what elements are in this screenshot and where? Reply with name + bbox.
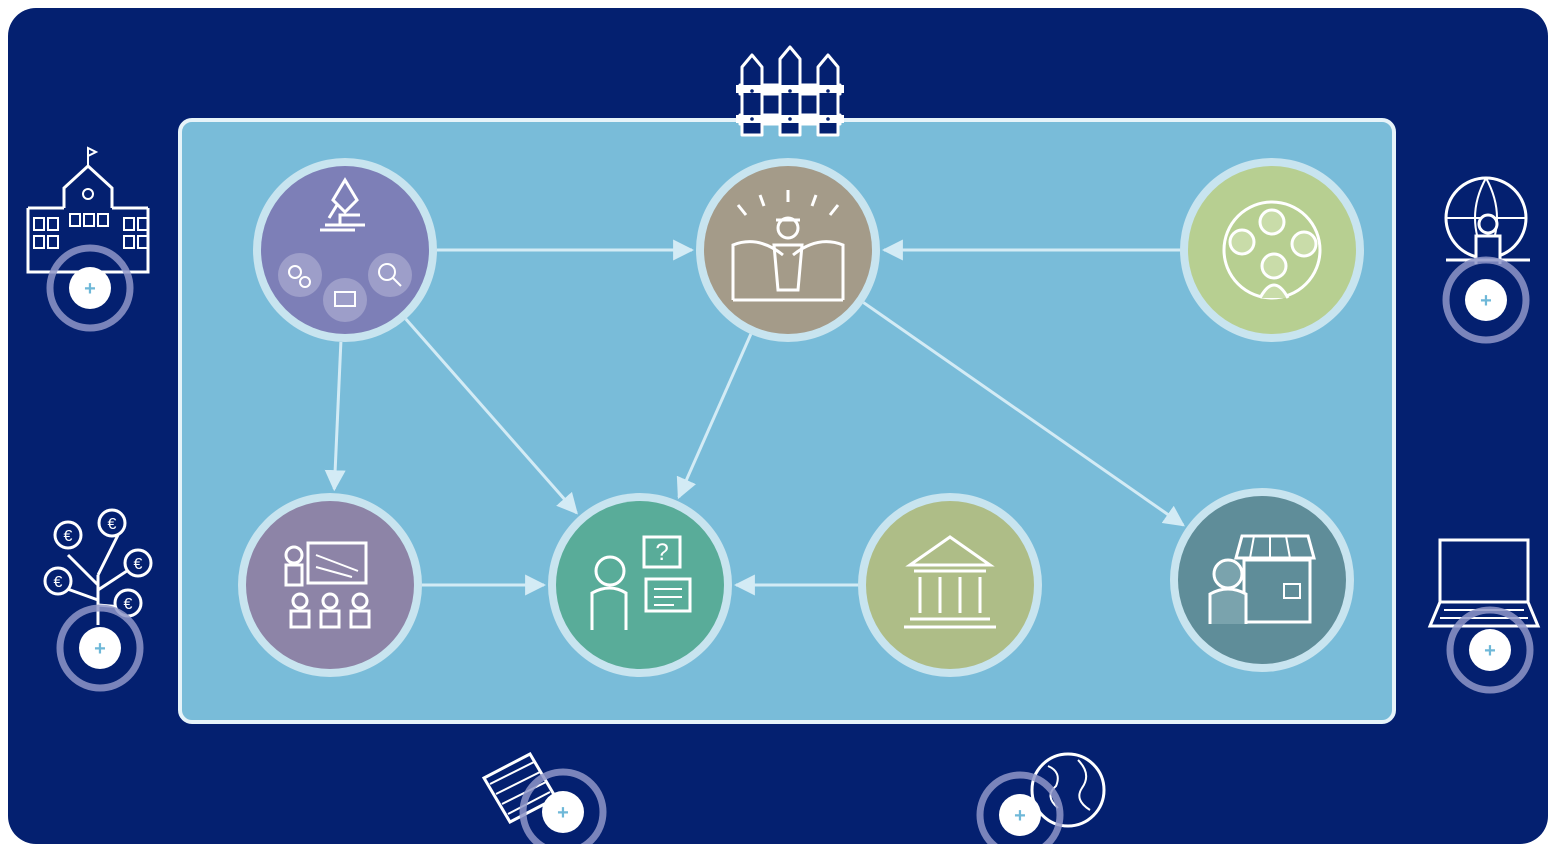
node-community[interactable]: [1180, 158, 1364, 342]
svg-text:€: €: [124, 596, 133, 613]
school-plus-button[interactable]: +: [46, 244, 134, 332]
globe-plus-button[interactable]: +: [976, 771, 1064, 844]
svg-text:?: ?: [655, 539, 668, 566]
svg-text:€: €: [108, 516, 117, 533]
market-stall-icon: [1208, 534, 1316, 624]
svg-text:€: €: [134, 556, 143, 573]
node-market[interactable]: [1170, 488, 1354, 672]
plus-icon: +: [557, 802, 569, 824]
school-building-icon: [26, 146, 150, 274]
microscope-icon: [278, 177, 412, 322]
svg-text:€: €: [54, 574, 63, 591]
node-disc: [1178, 496, 1346, 664]
laptop-plus-button[interactable]: +: [1446, 606, 1534, 694]
node-advisory[interactable]: ?: [548, 493, 732, 677]
plus-button-ring: [976, 771, 1064, 844]
web-person-plus-button[interactable]: +: [1442, 256, 1530, 344]
advisor-question-icon: ?: [590, 535, 692, 630]
nodes-layer: ?: [238, 158, 1364, 677]
plus-button-ring: [1446, 606, 1534, 694]
node-research[interactable]: [253, 158, 437, 342]
fence-icon: [736, 45, 844, 137]
arrow-farm-to-advisory: [676, 333, 753, 500]
node-government[interactable]: [858, 493, 1042, 677]
community-circle-icon: [1222, 200, 1322, 300]
globe-icon: [1030, 752, 1106, 828]
plus-button-ring: [1442, 256, 1530, 344]
plus-button-disc: [1469, 629, 1511, 671]
plus-button-disc: [542, 791, 584, 833]
node-farm[interactable]: [696, 158, 880, 342]
plus-icon: +: [1014, 805, 1026, 827]
node-disc: [866, 501, 1034, 669]
plus-button-ring: [519, 768, 607, 844]
plus-icon: +: [94, 638, 106, 660]
money-tree-plus-button[interactable]: +: [56, 604, 144, 692]
node-disc: [556, 501, 724, 669]
edges-layer: [324, 239, 1185, 596]
plus-icon: +: [1480, 290, 1492, 312]
money-tree-icon: € € € € €: [43, 508, 153, 625]
institution-building-icon: [904, 535, 996, 629]
plus-icon: +: [84, 278, 96, 300]
plus-button-disc: [69, 267, 111, 309]
plus-icon: +: [1484, 640, 1496, 662]
node-disc: [704, 166, 872, 334]
svg-text:€: €: [64, 528, 73, 545]
plus-button-ring: [46, 244, 134, 332]
node-disc: [246, 501, 414, 669]
globe-person-icon: [1444, 176, 1530, 264]
external-layer: + € € € € € + + + + +: [26, 146, 1541, 844]
plus-button-ring: [56, 604, 144, 692]
plus-button-disc: [1465, 279, 1507, 321]
farmer-field-icon: [731, 190, 845, 302]
arrow-research-to-training: [324, 341, 346, 492]
plus-button-disc: [79, 627, 121, 669]
arrow-research-to-advisory: [404, 318, 578, 515]
node-training[interactable]: [238, 493, 422, 677]
classroom-icon: [284, 541, 371, 629]
documents-plus-button[interactable]: +: [519, 768, 607, 844]
node-disc: [1188, 166, 1356, 334]
arrow-farm-to-market: [862, 301, 1185, 527]
plus-button-disc: [999, 794, 1041, 836]
